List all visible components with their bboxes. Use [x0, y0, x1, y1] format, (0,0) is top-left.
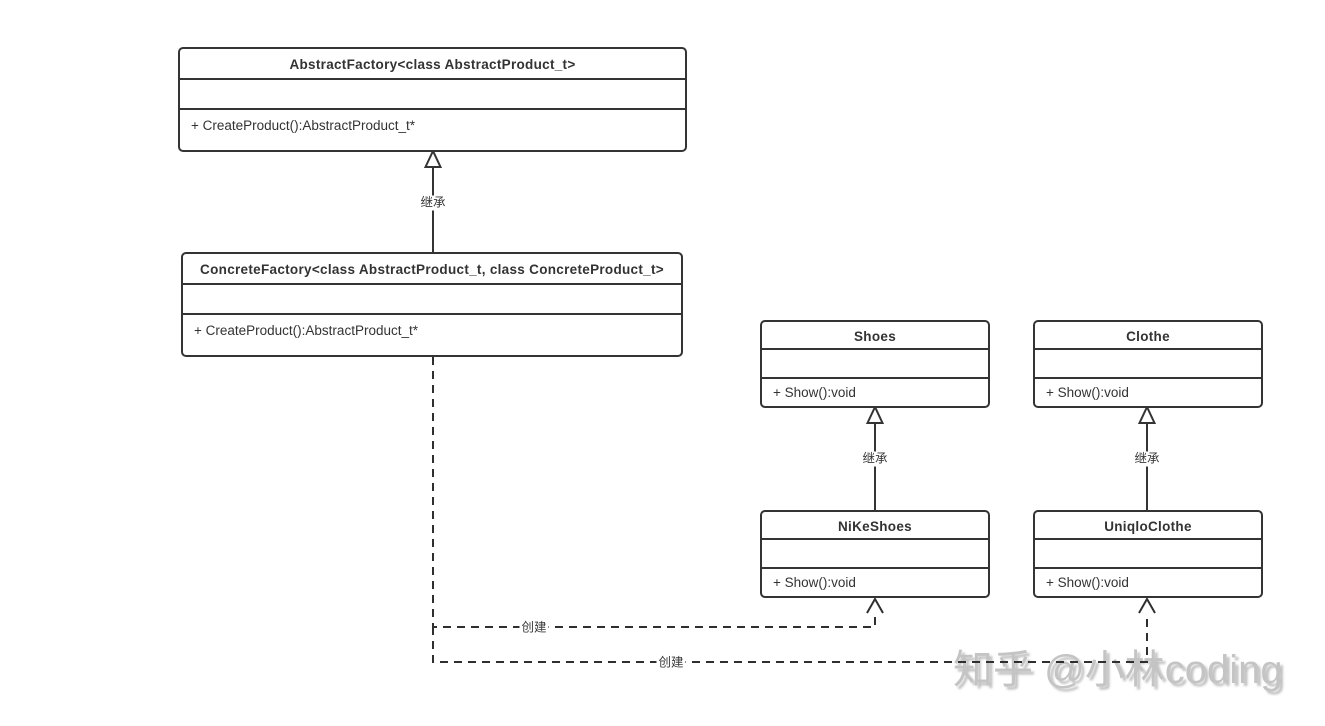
class-box-shoes: Shoes + Show():void	[760, 320, 990, 408]
create-arrow-concretefactory-nikeshoes	[432, 357, 884, 628]
class-attributes	[180, 80, 685, 110]
inheritance-label: 继承	[418, 195, 448, 211]
class-name: Shoes	[762, 322, 988, 350]
class-method: + Show():void	[1046, 575, 1129, 590]
inheritance-label: 继承	[860, 451, 890, 467]
inheritance-arrow-uniqloclothe-clothe	[1137, 404, 1157, 510]
class-box-nike-shoes: NiKeShoes + Show():void	[760, 510, 990, 598]
class-method: + CreateProduct():AbstractProduct_t*	[194, 323, 418, 338]
class-method: + CreateProduct():AbstractProduct_t*	[191, 118, 415, 133]
create-label: 创建	[519, 620, 549, 636]
class-name: UniqloClothe	[1035, 512, 1261, 540]
class-name: NiKeShoes	[762, 512, 988, 540]
class-name: AbstractFactory<class AbstractProduct_t>	[180, 49, 685, 80]
class-attributes	[1035, 350, 1261, 379]
inheritance-arrow-nikeshoes-shoes	[865, 404, 885, 510]
watermark-text: 知乎 @小林coding	[953, 648, 1283, 692]
class-attributes	[1035, 540, 1261, 569]
class-method: + Show():void	[773, 385, 856, 400]
class-method: + Show():void	[1046, 385, 1129, 400]
class-box-uniqlo-clothe: UniqloClothe + Show():void	[1033, 510, 1263, 598]
create-arrow-concretefactory-uniqloclothe	[432, 596, 1156, 663]
class-box-abstract-factory: AbstractFactory<class AbstractProduct_t>…	[178, 47, 687, 152]
inheritance-label: 继承	[1132, 451, 1162, 467]
class-method: + Show():void	[773, 575, 856, 590]
class-attributes	[183, 285, 681, 315]
class-box-concrete-factory: ConcreteFactory<class AbstractProduct_t,…	[181, 252, 683, 357]
class-attributes	[762, 350, 988, 379]
class-name: ConcreteFactory<class AbstractProduct_t,…	[183, 254, 681, 285]
class-box-clothe: Clothe + Show():void	[1033, 320, 1263, 408]
class-attributes	[762, 540, 988, 569]
class-name: Clothe	[1035, 322, 1261, 350]
create-label: 创建	[656, 655, 686, 671]
